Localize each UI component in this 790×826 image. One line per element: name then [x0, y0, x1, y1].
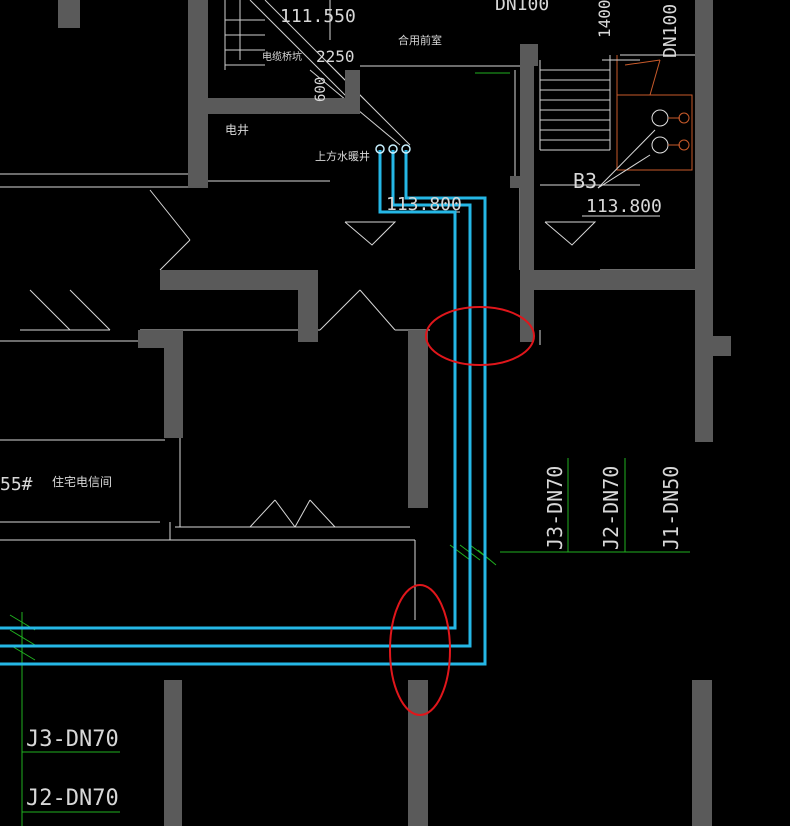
label-electric-shaft: 电井 — [225, 123, 249, 137]
red-markers — [389, 306, 535, 716]
label-equipment-b3: B3 — [573, 169, 597, 193]
label-top-dn100-b: DN100 — [660, 4, 681, 58]
stair-lines — [540, 55, 611, 150]
elevation-pipe-riser: 113.800 — [386, 194, 462, 215]
elevation-right-room: 113.800 — [586, 196, 662, 217]
equipment-leader — [597, 59, 656, 189]
label-top-dn100-a: DN100 — [495, 0, 549, 15]
red-marker-lower — [389, 584, 451, 716]
label-j2-bottom: J2-DN70 — [26, 786, 119, 811]
label-j2-vertical: J2-DN70 — [599, 466, 623, 550]
label-j3-bottom: J3-DN70 — [26, 727, 119, 752]
label-telecom-room: 住宅电信间 — [52, 474, 112, 489]
elevation-top-left: 111.550 — [280, 6, 356, 27]
label-unit-no: 55# — [0, 474, 33, 495]
pipe-fittings — [375, 144, 411, 154]
label-cable-shaft: 电缆桥坑 — [262, 50, 302, 63]
label-j3-vertical: J3-DN70 — [543, 466, 567, 550]
label-j1-vertical: J1-DN50 — [659, 466, 683, 550]
water-pipes — [0, 150, 487, 666]
pipe-j3 — [0, 150, 457, 630]
pipe-j1 — [0, 150, 487, 666]
walls — [58, 0, 731, 826]
dimension-1400: 1400 — [595, 0, 614, 38]
label-shared-front-room: 合用前室 — [398, 33, 442, 47]
pump-equipment — [616, 55, 693, 171]
label-upper-water-shaft: 上方水暖井 — [315, 149, 370, 163]
green-annotation-marks — [9, 72, 690, 826]
pipe-j2 — [0, 150, 472, 648]
red-marker-upper — [425, 306, 535, 366]
dimension-2250: 2250 — [316, 47, 355, 66]
text-layer: 111.550 2250 600 电缆桥坑 合用前室 电井 上方水暖井 113.… — [0, 0, 683, 811]
dimension-600: 600 — [313, 77, 329, 102]
